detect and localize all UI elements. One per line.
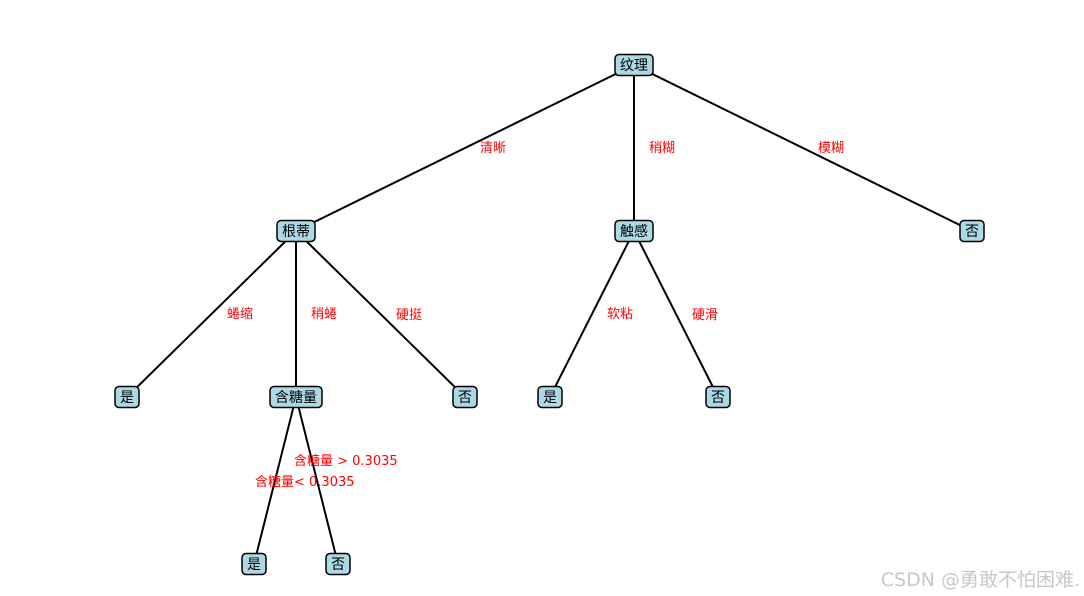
tree-node-no4: 否 (325, 552, 351, 576)
tree-node-sugar: 含糖量 (269, 385, 323, 409)
tree-node-label: 否 (331, 557, 345, 573)
tree-node-label: 是 (247, 557, 261, 573)
tree-node-label: 否 (458, 390, 472, 406)
tree-node-root: 纹理 (614, 53, 654, 77)
edge-label-gendi-no2: 硬挺 (396, 308, 422, 323)
tree-node-label: 纹理 (620, 58, 648, 74)
edge-label-chugan-no3: 硬滑 (692, 308, 718, 323)
tree-node-box (269, 385, 323, 409)
tree-node-yes1: 是 (114, 385, 140, 409)
edge-label-sugar-yes3: 含糖量< 0.3035 (255, 474, 355, 490)
tree-node-box (959, 219, 985, 243)
tree-node-yes3: 是 (241, 552, 267, 576)
tree-node-box (325, 552, 351, 576)
tree-node-label: 否 (711, 390, 725, 406)
tree-node-gendi: 根蒂 (276, 219, 316, 243)
tree-node-label: 根蒂 (282, 224, 310, 240)
tree-node-no3: 否 (705, 385, 731, 409)
tree-node-box (614, 53, 654, 77)
edge-label-root-no1: 模糊 (818, 140, 844, 156)
tree-node-label: 是 (120, 390, 134, 406)
tree-node-no2: 否 (452, 385, 478, 409)
tree-node-box (705, 385, 731, 409)
tree-node-no1: 否 (959, 219, 985, 243)
edge-label-gendi-yes1: 蜷缩 (227, 306, 253, 322)
tree-node-label: 是 (543, 390, 557, 406)
watermark-text: CSDN @勇敢不怕困难. (880, 569, 1080, 591)
edge-label-root-chugan: 稍糊 (649, 140, 675, 156)
tree-node-box (452, 385, 478, 409)
tree-node-box (614, 219, 654, 243)
tree-node-box (537, 385, 563, 409)
edge-label-sugar-no4: 含糖量 > 0.3035 (294, 453, 398, 469)
tree-node-label: 含糖量 (275, 390, 317, 406)
edge-root-gendi (295, 64, 635, 232)
edge-gendi-yes1 (126, 230, 297, 398)
tree-node-box (276, 219, 316, 243)
tree-node-box (114, 385, 140, 409)
edge-chugan-yes2 (549, 230, 635, 398)
tree-node-label: 触感 (620, 223, 648, 240)
edge-label-root-gendi: 清晰 (480, 141, 506, 156)
edge-sugar-yes3 (253, 396, 297, 565)
nodes-layer: 纹理根蒂触感否是含糖量否是否是否 (114, 53, 985, 576)
tree-node-box (241, 552, 267, 576)
tree-node-label: 否 (965, 224, 979, 240)
tree-node-yes2: 是 (537, 385, 563, 409)
edge-gendi-no2 (295, 230, 466, 398)
edge-root-no1 (633, 64, 973, 232)
edge-label-gendi-sugar: 稍蜷 (311, 307, 337, 322)
edge-sugar-no4 (295, 396, 339, 565)
edge-label-chugan-yes2: 软粘 (607, 307, 633, 322)
edges-layer (126, 64, 973, 565)
edge-chugan-no3 (633, 230, 719, 398)
tree-node-chugan: 触感 (614, 219, 654, 243)
